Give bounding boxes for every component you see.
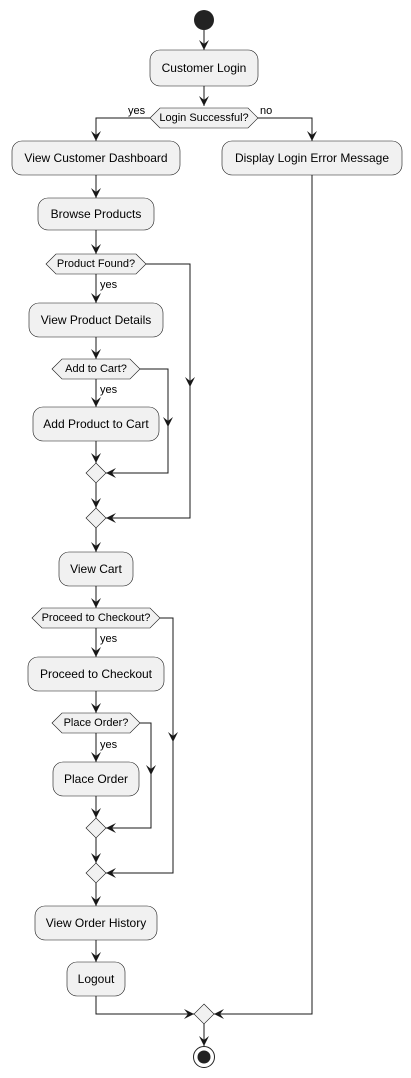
decision-label: Product Found? [57,258,135,270]
arrowhead [163,417,173,427]
merge-place-order [85,817,107,839]
merge-product-found [85,507,107,529]
activity-label: View Product Details [41,313,152,327]
activity-label: Proceed to Checkout [40,667,153,681]
activity-place-order[interactable]: Place Order [52,761,140,797]
edge-decision-yes-to-dashboard [95,117,150,141]
activity-label: Display Login Error Message [235,151,389,165]
guard-login-no: no [260,105,272,117]
guard-product-found-yes: yes [100,279,118,291]
decision-place-order[interactable]: Place Order? [51,712,141,734]
arrowhead [185,377,195,387]
activity-view-dashboard[interactable]: View Customer Dashboard [11,140,181,176]
arrowhead [91,952,101,962]
arrowhead [214,1009,224,1019]
activity-label: Customer Login [162,61,247,75]
decision-label: Place Order? [64,717,129,729]
activity-proceed-to-checkout[interactable]: Proceed to Checkout [27,656,165,692]
arrowhead [91,188,101,198]
arrowhead [184,1009,194,1019]
decision-add-to-cart[interactable]: Add to Cart? [51,358,141,380]
arrowheads [91,40,317,1046]
activity-label: Browse Products [51,207,142,221]
arrowhead [91,598,101,608]
activity-label: Place Order [64,772,128,786]
decision-login-successful[interactable]: Login Successful? [149,107,259,129]
activity-customer-login[interactable]: Customer Login [149,49,259,87]
arrowhead [91,453,101,463]
arrowhead [106,468,116,478]
decision-product-found[interactable]: Product Found? [45,253,147,275]
arrowhead [199,96,209,106]
arrowhead [91,293,101,303]
activity-label: View Order History [46,916,146,930]
decision-label: Proceed to Checkout? [42,612,151,624]
edge-error-to-final-merge [214,175,313,1015]
arrowhead [146,765,156,775]
arrowhead [199,40,209,50]
activity-view-order-history[interactable]: View Order History [34,905,158,941]
start-node [194,10,214,30]
activity-display-error[interactable]: Display Login Error Message [221,140,403,176]
arrowhead [91,397,101,407]
activity-logout[interactable]: Logout [66,961,126,997]
guard-add-to-cart-yes: yes [100,384,118,396]
arrowhead [106,513,116,523]
merge-add-to-cart [85,462,107,484]
activity-view-product-details[interactable]: View Product Details [28,302,164,338]
arrowhead [91,896,101,906]
activity-label: Logout [78,972,115,986]
arrowhead [168,732,178,742]
activity-add-product-to-cart[interactable]: Add Product to Cart [32,406,160,442]
guard-place-order-yes: yes [100,739,118,751]
edge-logout-to-final-merge [95,996,194,1015]
activity-browse-products[interactable]: Browse Products [37,197,155,231]
activity-view-cart[interactable]: View Cart [58,551,134,587]
edge-placeq-no-bypass [106,722,152,829]
arrowhead [91,131,101,141]
arrowhead [91,498,101,508]
decision-label: Login Successful? [159,112,248,124]
merge-final [193,1003,215,1025]
arrowhead [91,808,101,818]
arrowhead [91,703,101,713]
arrowhead [91,542,101,552]
arrowhead [106,823,116,833]
arrowhead [91,647,101,657]
arrowhead [307,131,317,141]
arrowhead [91,752,101,762]
activity-label: Add Product to Cart [43,417,149,431]
edge-decision-no-to-error [258,117,313,141]
end-node [193,1046,215,1068]
activity-label: View Cart [70,562,122,576]
decision-label: Add to Cart? [65,363,127,375]
arrowhead [91,244,101,254]
edge-found-no-bypass [106,263,191,519]
decision-proceed-to-checkout[interactable]: Proceed to Checkout? [31,607,161,629]
merge-proceed-to-checkout [85,862,107,884]
activity-label: View Customer Dashboard [24,151,167,165]
arrowhead [91,853,101,863]
edge-checkoutq-no-bypass [106,617,174,874]
arrowhead [106,868,116,878]
arrowhead [91,349,101,359]
guard-proceed-checkout-yes: yes [100,633,118,645]
arrowhead [199,1036,209,1046]
edges [95,30,313,1046]
guard-login-yes: yes [128,105,146,117]
